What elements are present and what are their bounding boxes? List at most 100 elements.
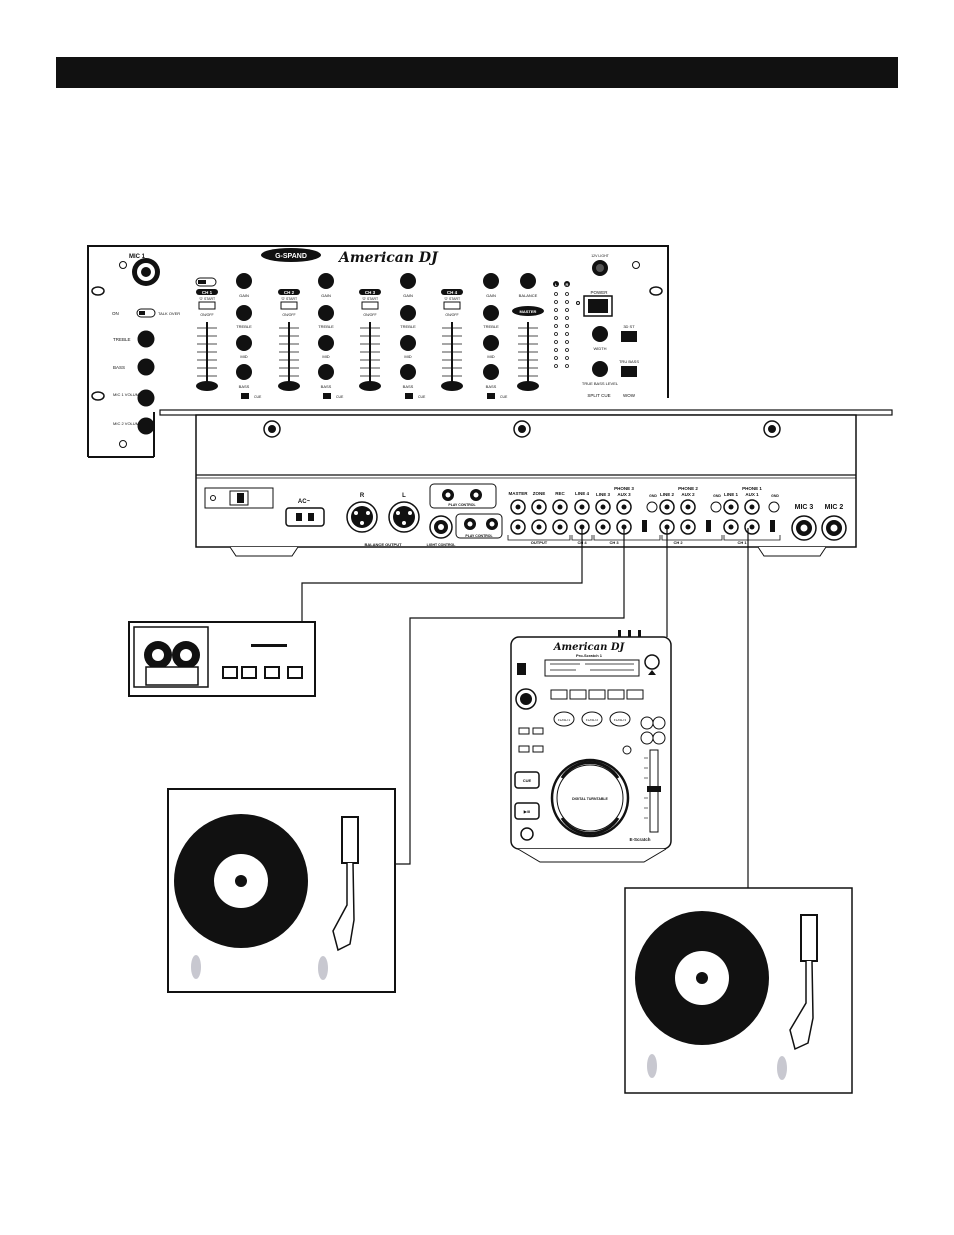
mic2-volume-knob[interactable] — [137, 417, 155, 435]
function-buttons — [550, 689, 644, 700]
transport-button[interactable] — [287, 666, 303, 679]
channel-label: CH 1 — [202, 290, 213, 295]
cue-label: CUE — [336, 395, 344, 399]
gnd-label-1: GND — [771, 494, 779, 498]
gain-knob[interactable] — [318, 273, 334, 289]
width-knob[interactable] — [592, 326, 608, 342]
mid-label: MID — [404, 354, 411, 359]
treble-label: TREBLE — [483, 324, 499, 329]
bass-knob[interactable] — [318, 364, 334, 380]
play-control-label: PLAY CONTROL — [448, 503, 476, 507]
treble-label: TREBLE — [113, 337, 131, 342]
treble-knob[interactable] — [483, 305, 499, 321]
transport-button[interactable] — [222, 666, 238, 679]
mic3-label: MIC 3 — [795, 504, 814, 511]
ch3-label: CH 3 — [609, 540, 619, 545]
flash-2-label: FLASH 2 — [586, 718, 599, 722]
mixer-front-panel: MIC 1 ON TALK OVER TREBLE BASS MIC 1 VOL… — [87, 245, 669, 458]
gain-label: GAIN — [239, 293, 249, 298]
fader-cap[interactable] — [359, 381, 381, 391]
flash-3-button[interactable] — [609, 711, 631, 727]
talk-over-label: TALK OVER — [158, 311, 180, 316]
turntable-right — [624, 887, 853, 1094]
cd-display — [544, 659, 640, 677]
bass-knob[interactable] — [400, 364, 416, 380]
play-control-label-2: PLAY CONTROL — [465, 534, 493, 538]
turntable-left — [167, 788, 396, 993]
bass-knob[interactable] — [236, 364, 252, 380]
gain-knob[interactable] — [483, 273, 499, 289]
mid-knob[interactable] — [400, 335, 416, 351]
cassette-deck — [128, 621, 316, 697]
balance-label: BALANCE — [519, 293, 538, 298]
gnd-label-2: GND — [713, 494, 721, 498]
jog-wheel[interactable] — [550, 758, 630, 838]
gspand-logo — [261, 248, 321, 262]
tru-bass-button[interactable] — [621, 366, 637, 377]
gain-knob[interactable] — [236, 273, 252, 289]
treble-label: TREBLE — [318, 324, 334, 329]
treble-knob[interactable] — [137, 330, 155, 348]
aux2-label: AUX 2 — [681, 492, 695, 497]
balance-knob[interactable] — [520, 273, 536, 289]
knob-column-2: GAIN TREBLE MID BASS — [318, 273, 334, 389]
true-bass-level-label: TRUE BASS LEVEL — [582, 381, 619, 386]
treble-knob[interactable] — [400, 305, 416, 321]
flash-1-label: FLASH 1 — [558, 718, 571, 722]
fader-cap[interactable] — [441, 381, 463, 391]
bass-knob[interactable] — [483, 364, 499, 380]
mid-label: MID — [322, 354, 329, 359]
rca-jacks-ch2 — [659, 499, 696, 535]
gain-knob[interactable] — [400, 273, 416, 289]
lamp-label: 12V LIGHT — [591, 254, 609, 258]
channel-strip-3: CH 3 'O' START ON/OFF CUE — [359, 289, 426, 399]
fader-start-label: 'O' START — [199, 297, 216, 301]
bass-label: BASS — [239, 384, 250, 389]
three-d-button[interactable] — [621, 331, 637, 342]
master-fader-cap[interactable] — [517, 381, 539, 391]
on-label: ON — [112, 311, 119, 316]
cd-player: American DJ Pro-Scratch 1 FLASH 1 FLASH … — [510, 630, 672, 863]
mid-knob[interactable] — [318, 335, 334, 351]
cd-model-label: Pro-Scratch 1 — [576, 653, 603, 658]
three-d-label: 3D ST — [623, 324, 635, 329]
transport-button[interactable] — [264, 666, 280, 679]
bass-knob[interactable] — [137, 358, 155, 376]
treble-knob[interactable] — [236, 305, 252, 321]
mic1-volume-knob[interactable] — [137, 389, 155, 407]
light-control-label: LIGHT CONTROL — [427, 543, 457, 547]
mid-knob[interactable] — [483, 335, 499, 351]
treble-knob[interactable] — [318, 305, 334, 321]
line4-label: LINE 4 — [575, 491, 590, 496]
foot — [647, 1054, 657, 1078]
flash-1-button[interactable] — [553, 711, 575, 727]
rca-jacks-output — [510, 499, 568, 535]
xlr-r-label: R — [360, 493, 365, 499]
line2-label: LINE 2 — [660, 492, 675, 497]
gnd-label-3: GND — [649, 494, 657, 498]
channel-strip-4: CH 4 'O' START ON/OFF CUE — [441, 289, 508, 399]
true-bass-knob[interactable] — [592, 361, 608, 377]
mic2-label: MIC 2 — [825, 504, 844, 511]
mid-knob[interactable] — [236, 335, 252, 351]
tru-bass-label: TRU BASS — [619, 359, 639, 364]
eject-button[interactable] — [644, 654, 660, 670]
split-cue-label: SPLIT CUE — [587, 393, 610, 398]
mid-label: MID — [240, 354, 247, 359]
eject-slot — [251, 644, 287, 647]
line1-label: LINE 1 — [724, 492, 739, 497]
transport-button[interactable] — [241, 666, 257, 679]
knob-column-3: GAIN TREBLE MID BASS — [400, 273, 416, 389]
power-button[interactable] — [588, 299, 608, 313]
cue-button-label: CUE — [523, 778, 532, 783]
play-pause-button[interactable] — [514, 802, 540, 820]
fader-cap[interactable] — [278, 381, 300, 391]
fader-cap[interactable] — [196, 381, 218, 391]
flash-2-button[interactable] — [581, 711, 603, 727]
model-tag: E-Scratch — [629, 837, 650, 842]
brand-logo: American DJ — [337, 250, 439, 266]
ch2-label: CH 2 — [673, 540, 683, 545]
digital-turntable-label: DIGITAL TURNTABLE — [572, 797, 608, 801]
master-label: MASTER — [520, 309, 537, 314]
